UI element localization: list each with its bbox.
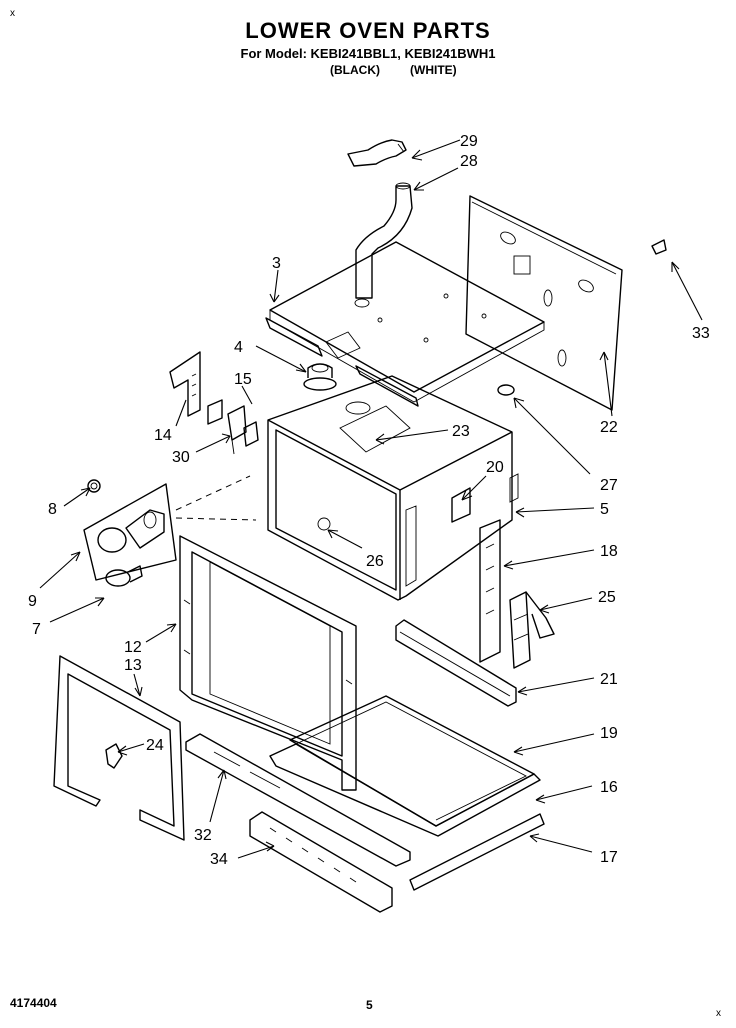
part-32-trim bbox=[185, 733, 411, 867]
model-subtitle: For Model: KEBI241BBL1, KEBI241BWH1 bbox=[240, 46, 496, 61]
callout-19: 19 bbox=[600, 725, 618, 742]
callout-30: 30 bbox=[172, 449, 190, 466]
part-29-duct bbox=[347, 139, 407, 167]
callout-28: 28 bbox=[460, 153, 478, 170]
callout-15: 15 bbox=[234, 371, 252, 388]
part-17-kick-plate bbox=[409, 813, 545, 891]
document-number: 4174404 bbox=[10, 996, 57, 1010]
part-13-gasket bbox=[53, 655, 185, 841]
part-3-top-plate bbox=[265, 241, 545, 407]
part-28-vent-tube bbox=[354, 182, 413, 308]
callout-24: 24 bbox=[146, 737, 164, 754]
part-14-bracket bbox=[169, 351, 201, 417]
leader-lines bbox=[39, 139, 703, 859]
callout-14: 14 bbox=[154, 427, 172, 444]
part-21-rail bbox=[395, 619, 517, 707]
corner-mark-bottom-right: x bbox=[716, 1008, 721, 1019]
callout-23: 23 bbox=[452, 423, 470, 440]
page-title: LOWER OVEN PARTS bbox=[245, 18, 491, 43]
part-24-clip bbox=[105, 743, 123, 769]
callout-16: 16 bbox=[600, 779, 618, 796]
callout-34: 34 bbox=[210, 851, 228, 868]
part-18-side-bracket bbox=[479, 519, 501, 663]
callout-18: 18 bbox=[600, 543, 618, 560]
callout-7: 7 bbox=[32, 621, 41, 638]
callout-9: 9 bbox=[28, 593, 37, 610]
corner-mark-top-left: x bbox=[10, 8, 15, 19]
part-12-door-frame bbox=[179, 535, 357, 791]
callout-22: 22 bbox=[600, 419, 618, 436]
part-4-fitting bbox=[303, 363, 337, 391]
callout-8: 8 bbox=[48, 501, 57, 518]
callout-labels: 29 28 3 33 4 15 14 23 30 22 27 20 8 5 26… bbox=[28, 133, 710, 868]
part-19-bottom-panel bbox=[289, 695, 535, 827]
callout-17: 17 bbox=[600, 849, 618, 866]
callout-5: 5 bbox=[600, 501, 609, 518]
part-5-oven-cavity bbox=[267, 375, 519, 601]
callout-4: 4 bbox=[234, 339, 243, 356]
callout-33: 33 bbox=[692, 325, 710, 342]
part-7-bulb bbox=[105, 565, 143, 587]
page-number: 5 bbox=[366, 998, 373, 1012]
callout-32: 32 bbox=[194, 827, 212, 844]
callout-21: 21 bbox=[600, 671, 618, 688]
part-33-back-panel bbox=[465, 195, 667, 411]
callout-26: 26 bbox=[366, 553, 384, 570]
callout-29: 29 bbox=[460, 133, 478, 150]
variant-black-label: (BLACK) bbox=[330, 63, 380, 77]
part-25-hinge bbox=[509, 591, 555, 669]
part-34-vent bbox=[249, 811, 393, 913]
part-16-tray bbox=[269, 743, 541, 837]
model-variants: (BLACK) (WHITE) bbox=[330, 63, 457, 77]
callout-20: 20 bbox=[486, 459, 504, 476]
part-15-30-switch bbox=[207, 399, 259, 455]
callout-25: 25 bbox=[598, 589, 616, 606]
part-8-screw bbox=[87, 479, 101, 493]
callout-12: 12 bbox=[124, 639, 142, 656]
callout-3: 3 bbox=[272, 255, 281, 272]
part-27-plug bbox=[497, 384, 515, 396]
callout-27: 27 bbox=[600, 477, 618, 494]
callout-13: 13 bbox=[124, 657, 142, 674]
part-9-light-assembly bbox=[83, 475, 257, 581]
variant-white-label: (WHITE) bbox=[410, 63, 457, 77]
